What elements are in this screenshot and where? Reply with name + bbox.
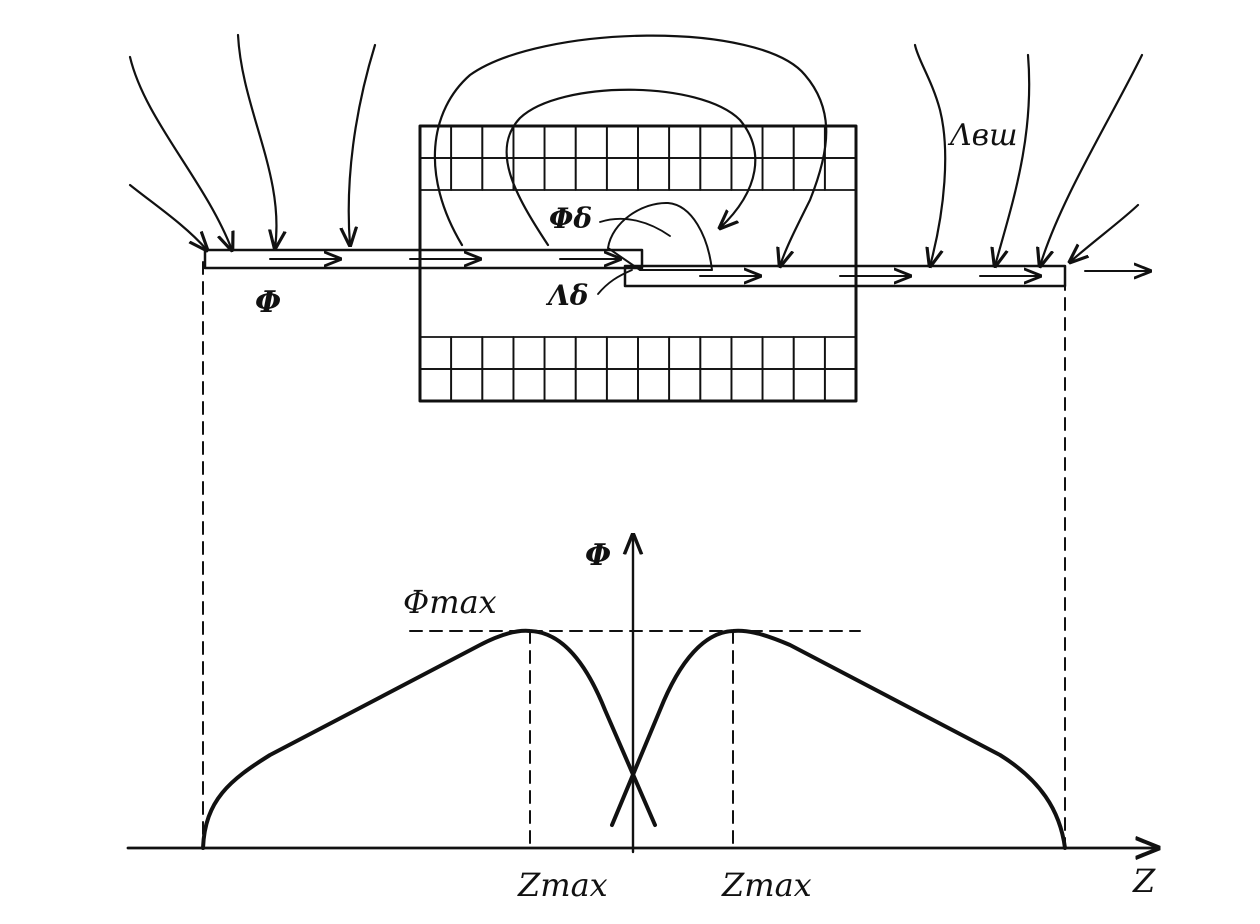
coil-winding-bottom xyxy=(419,336,857,402)
winding-cell xyxy=(450,125,484,159)
winding-cell xyxy=(481,336,515,370)
winding-cell xyxy=(574,125,608,159)
core xyxy=(203,201,1150,288)
winding-cell xyxy=(761,125,795,159)
winding-cell xyxy=(419,368,453,402)
winding-cell xyxy=(823,336,857,370)
winding-cell xyxy=(637,157,671,191)
winding-cell xyxy=(699,157,733,191)
winding-cell xyxy=(481,125,515,159)
winding-cell xyxy=(605,125,639,159)
winding-cell xyxy=(574,157,608,191)
flux-distribution-chart: Φ Φmax Zmax Zmax Z xyxy=(126,535,1158,904)
label-flux-gap: Φδ xyxy=(549,202,592,235)
leader-gap-permeance xyxy=(597,269,633,295)
winding-cell xyxy=(730,368,764,402)
leader-flux-gap xyxy=(599,218,671,237)
core-flux-arrows xyxy=(269,259,1150,276)
projection-lines xyxy=(202,261,1066,849)
winding-cell xyxy=(699,125,733,159)
winding-cell xyxy=(699,336,733,370)
label-flux-max: Φmax xyxy=(403,583,497,621)
label-gap-permeance: Λδ xyxy=(545,279,588,312)
label-axis-flux: Φ xyxy=(585,538,611,573)
coil-winding-top xyxy=(419,125,857,191)
label-flux-arrow: Φ xyxy=(255,285,281,320)
winding-cell xyxy=(637,125,671,159)
winding-cell xyxy=(419,336,453,370)
left-core-rod xyxy=(203,248,644,270)
label-z-max-left: Zmax xyxy=(517,866,608,904)
winding-cell xyxy=(637,368,671,402)
winding-cell xyxy=(543,336,577,370)
flux-curve-left xyxy=(201,628,657,850)
winding-cell xyxy=(823,157,857,191)
outgoing-field-lines xyxy=(913,43,1144,266)
winding-cell xyxy=(823,368,857,402)
winding-cell xyxy=(512,125,546,159)
winding-cell xyxy=(450,368,484,402)
label-z-max-right: Zmax xyxy=(721,866,812,904)
winding-cell xyxy=(823,125,857,159)
winding-cell xyxy=(481,157,515,191)
winding-cell xyxy=(605,336,639,370)
winding-cell xyxy=(668,336,702,370)
flux-curve-right xyxy=(610,628,1067,850)
winding-cell xyxy=(761,368,795,402)
winding-cell xyxy=(792,368,826,402)
winding-cell xyxy=(637,336,671,370)
winding-cell xyxy=(730,157,764,191)
winding-cell xyxy=(668,157,702,191)
winding-cell xyxy=(668,125,702,159)
winding-cell xyxy=(668,368,702,402)
winding-cell xyxy=(543,125,577,159)
winding-cell xyxy=(605,368,639,402)
winding-cell xyxy=(574,368,608,402)
winding-cell xyxy=(792,125,826,159)
winding-cell xyxy=(450,157,484,191)
winding-cell xyxy=(574,336,608,370)
winding-cell xyxy=(512,368,546,402)
winding-cell xyxy=(450,336,484,370)
label-axis-z: Z xyxy=(1132,862,1156,900)
winding-cell xyxy=(512,157,546,191)
winding-cell xyxy=(543,157,577,191)
winding-cell xyxy=(512,336,546,370)
winding-cell xyxy=(730,336,764,370)
coil xyxy=(418,124,858,403)
label-leakage-permeance: Λвш xyxy=(947,118,1018,153)
right-core-rod xyxy=(623,264,1067,288)
winding-cell xyxy=(761,336,795,370)
winding-cell xyxy=(481,368,515,402)
winding-cell xyxy=(792,336,826,370)
incoming-field-lines xyxy=(128,33,828,266)
winding-cell xyxy=(699,368,733,402)
winding-cell xyxy=(605,157,639,191)
winding-cell xyxy=(543,368,577,402)
winding-cell xyxy=(761,157,795,191)
gap-flux-region xyxy=(607,201,713,271)
